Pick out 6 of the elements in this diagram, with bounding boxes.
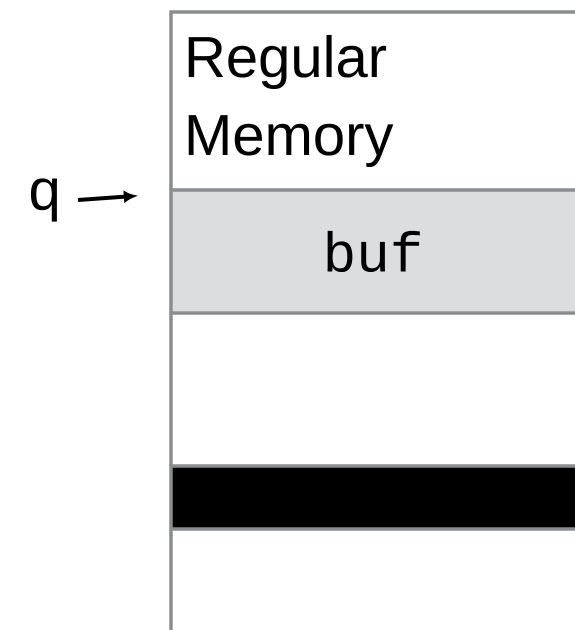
memory-cell: buf — [169, 188, 575, 313]
memory-cell — [169, 527, 575, 630]
memory-cell — [169, 311, 575, 466]
memory-region: Regular Memory — [169, 10, 575, 190]
memory-bar — [169, 464, 575, 529]
pointer-label: q — [30, 178, 58, 222]
